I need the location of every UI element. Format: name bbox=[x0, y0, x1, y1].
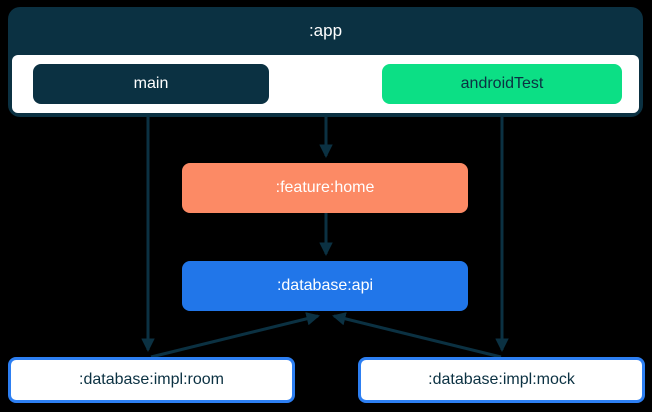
database-impl-mock-label: :database:impl:mock bbox=[428, 371, 575, 388]
app-module-source-sets: main androidTest bbox=[12, 55, 639, 113]
source-set-androidtest-label: androidTest bbox=[460, 75, 544, 92]
source-set-main-label: main bbox=[133, 75, 169, 92]
database-impl-room-label: :database:impl:room bbox=[79, 371, 224, 388]
node-app-module: :app main androidTest bbox=[8, 7, 643, 117]
database-api-label: :database:api bbox=[276, 277, 374, 294]
node-source-set-main: main bbox=[33, 64, 269, 104]
node-database-impl-room-module: :database:impl:room bbox=[8, 357, 295, 403]
edge-database-impl-room-to-database-api bbox=[150, 312, 320, 359]
node-database-impl-mock-module: :database:impl:mock bbox=[358, 357, 645, 403]
node-feature-home-module: :feature:home bbox=[182, 163, 468, 213]
app-module-label: :app bbox=[308, 21, 343, 40]
node-database-api-module: :database:api bbox=[182, 261, 468, 311]
node-source-set-androidtest: androidTest bbox=[382, 64, 622, 104]
edge-database-impl-mock-to-database-api bbox=[332, 312, 502, 359]
feature-home-label: :feature:home bbox=[275, 179, 375, 196]
